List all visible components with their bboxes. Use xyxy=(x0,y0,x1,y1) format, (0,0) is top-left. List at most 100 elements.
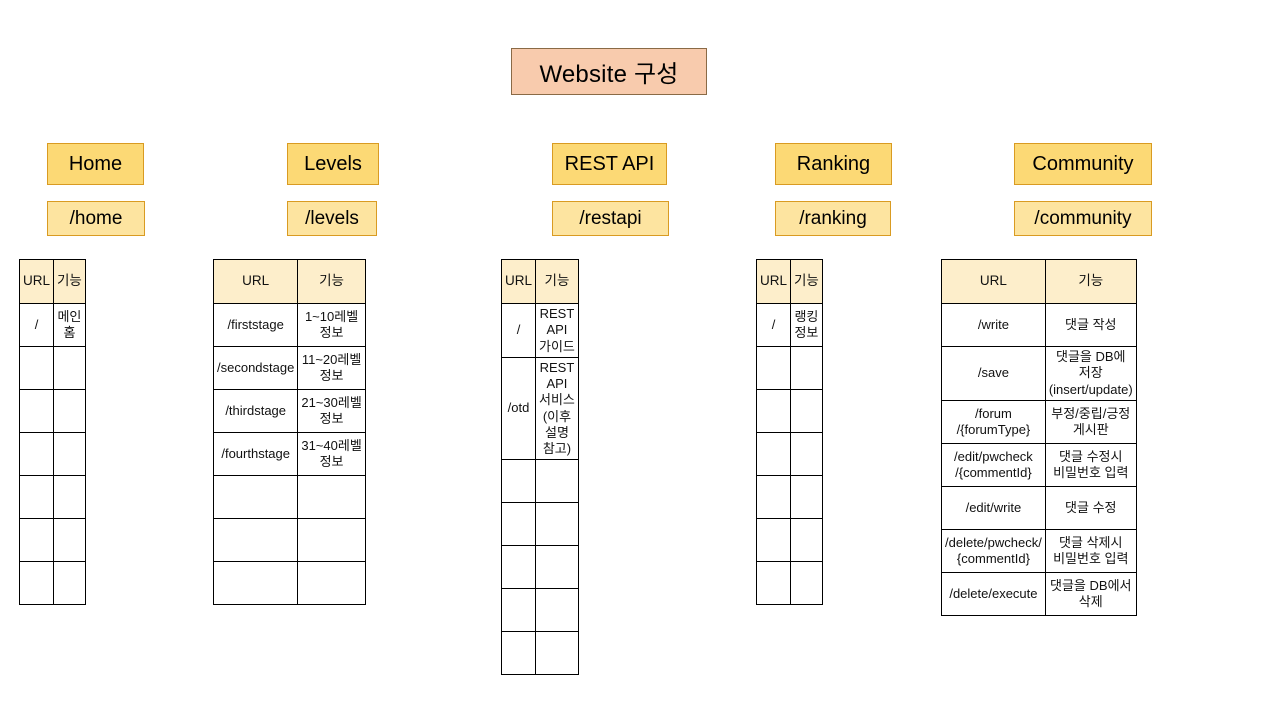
column-header-function: 기능 xyxy=(53,259,86,304)
cell-url xyxy=(212,518,299,562)
url-table-home: URL 기능 /메인 홈 xyxy=(18,259,86,605)
cell-function: 11~20레벨 정보 xyxy=(297,346,366,390)
column-header-function: 기능 xyxy=(1044,259,1137,304)
table-header-row: URL 기능 xyxy=(941,259,1137,304)
cell-function xyxy=(53,432,86,476)
section-path-community[interactable]: /community xyxy=(1014,201,1152,236)
cell-function xyxy=(790,518,823,562)
cell-url: /fourthstage xyxy=(212,432,299,476)
table-row: /forum/{forumType}부정/중립/긍정 게시판 xyxy=(941,399,1137,444)
cell-url xyxy=(18,346,55,390)
table-row xyxy=(755,475,823,519)
cell-function xyxy=(790,389,823,433)
cell-function: REST API 서비스(이후 설명 참고) xyxy=(535,356,579,461)
section-path-restapi[interactable]: /restapi xyxy=(552,201,669,236)
cell-function: 댓글 작성 xyxy=(1044,303,1137,347)
table-row xyxy=(500,545,579,590)
cell-function xyxy=(535,502,579,547)
cell-url: /delete/pwcheck/{commentId} xyxy=(941,528,1046,573)
cell-url: /edit/pwcheck/{commentId} xyxy=(941,442,1046,487)
cell-function: 댓글 수정 xyxy=(1044,485,1137,530)
cell-url xyxy=(755,432,792,476)
section-title-levels[interactable]: Levels xyxy=(287,143,379,185)
cell-function xyxy=(297,561,366,605)
cell-url xyxy=(755,346,792,390)
section-path-ranking[interactable]: /ranking xyxy=(775,201,891,236)
table-row xyxy=(212,561,366,605)
table-row xyxy=(500,588,579,633)
table-row xyxy=(755,346,823,390)
table-header-row: URL 기능 xyxy=(755,259,823,304)
cell-function: 댓글을 DB에서 삭제 xyxy=(1044,571,1137,616)
url-table-ranking: URL 기능 /랭킹 정보 xyxy=(755,259,823,605)
cell-url: /forum/{forumType} xyxy=(941,399,1046,444)
cell-function: 댓글을 DB에 저장(insert/update) xyxy=(1044,346,1137,401)
section-title-restapi[interactable]: REST API xyxy=(552,143,667,185)
section-title-community[interactable]: Community xyxy=(1014,143,1152,185)
section-path-levels[interactable]: /levels xyxy=(287,201,377,236)
column-header-url: URL xyxy=(941,259,1046,304)
cell-url xyxy=(500,588,537,633)
table-row xyxy=(18,561,86,605)
cell-function xyxy=(53,389,86,433)
cell-url: / xyxy=(755,303,792,347)
cell-url xyxy=(18,561,55,605)
table-row: /랭킹 정보 xyxy=(755,303,823,347)
section-path-home[interactable]: /home xyxy=(47,201,145,236)
cell-url: /firststage xyxy=(212,303,299,347)
column-header-function: 기능 xyxy=(535,259,579,304)
cell-url: /edit/write xyxy=(941,485,1046,530)
cell-function: 메인 홈 xyxy=(53,303,86,347)
cell-function xyxy=(53,475,86,519)
cell-url: /otd xyxy=(500,356,537,461)
cell-function xyxy=(53,561,86,605)
table-header-row: URL 기능 xyxy=(212,259,366,304)
table-row xyxy=(18,475,86,519)
cell-url xyxy=(212,561,299,605)
cell-url xyxy=(18,518,55,562)
cell-url xyxy=(500,631,537,676)
section-title-ranking[interactable]: Ranking xyxy=(775,143,892,185)
section-title-home[interactable]: Home xyxy=(47,143,144,185)
cell-url xyxy=(500,545,537,590)
cell-url xyxy=(755,389,792,433)
table-row xyxy=(755,518,823,562)
cell-url: /save xyxy=(941,346,1046,401)
cell-url xyxy=(755,561,792,605)
cell-function xyxy=(535,631,579,676)
table-body: /랭킹 정보 xyxy=(755,303,823,605)
cell-function xyxy=(790,561,823,605)
table-header-row: URL 기능 xyxy=(18,259,86,304)
cell-url xyxy=(18,389,55,433)
cell-url xyxy=(212,475,299,519)
cell-function: 21~30레벨 정보 xyxy=(297,389,366,433)
cell-function xyxy=(297,475,366,519)
table-row xyxy=(500,631,579,676)
cell-url: /secondstage xyxy=(212,346,299,390)
table-header-row: URL 기능 xyxy=(500,259,579,304)
table-row xyxy=(755,561,823,605)
cell-url: / xyxy=(18,303,55,347)
column-header-url: URL xyxy=(18,259,55,304)
cell-function xyxy=(53,346,86,390)
cell-url xyxy=(755,518,792,562)
column-header-function: 기능 xyxy=(790,259,823,304)
cell-function xyxy=(297,518,366,562)
cell-url: /delete/execute xyxy=(941,571,1046,616)
cell-function xyxy=(535,545,579,590)
cell-url: / xyxy=(500,303,537,358)
cell-url xyxy=(18,432,55,476)
column-header-url: URL xyxy=(755,259,792,304)
